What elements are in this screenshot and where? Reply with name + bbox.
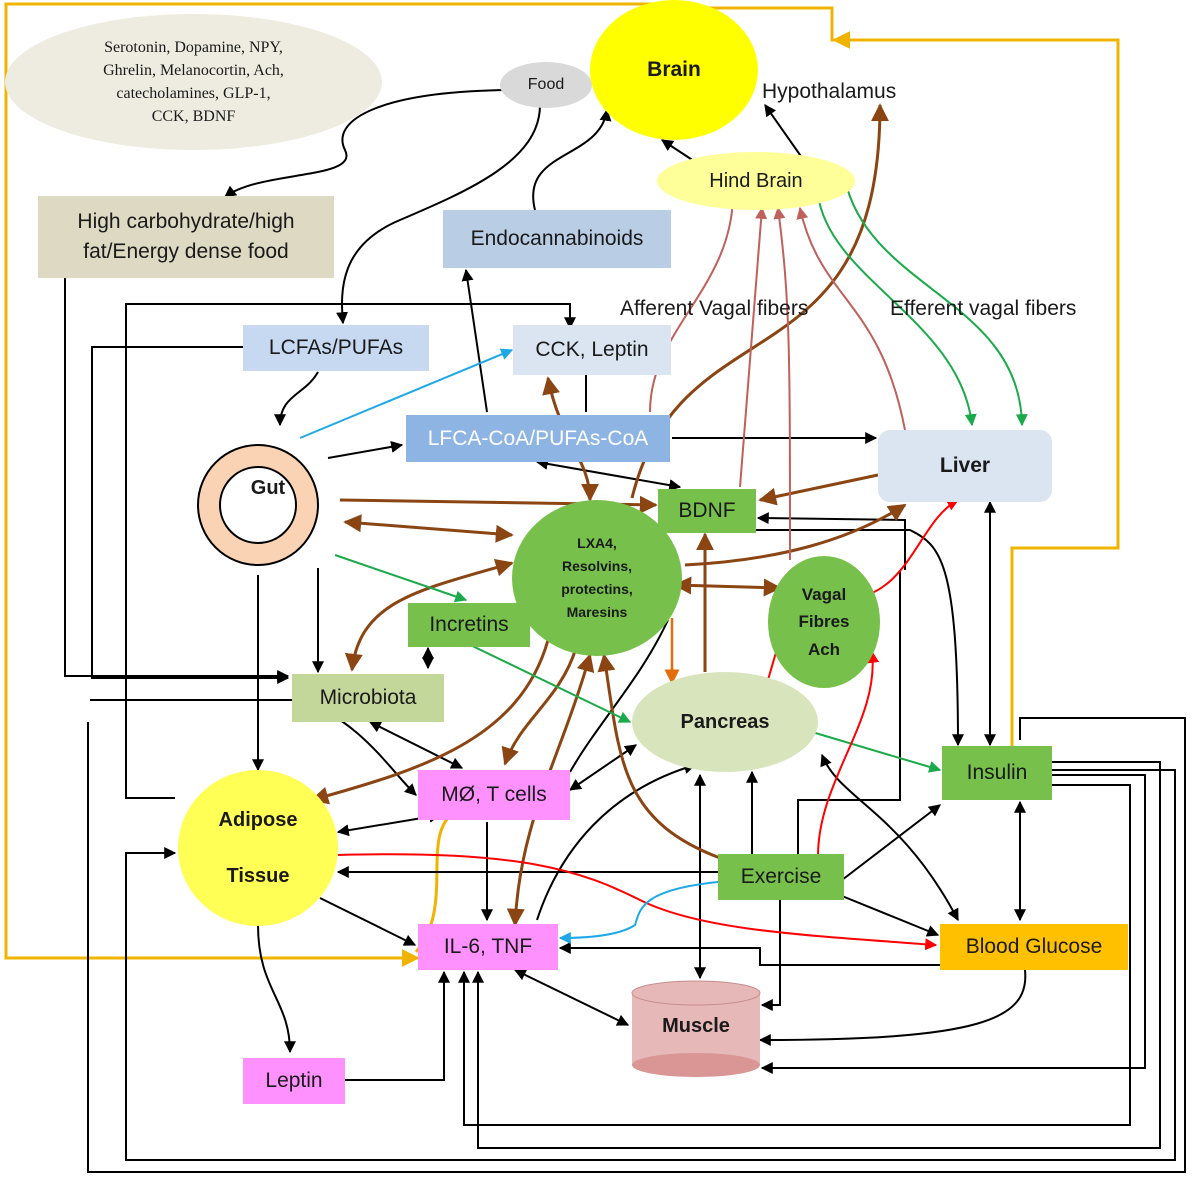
arrow-microbiota-lxa4 [344,558,514,672]
mo-tcells-box: MØ, T cells [418,770,570,820]
arrow-glucose-to-muscle [758,969,1027,1046]
arrow-insulin-loop-adipose [87,717,1186,1173]
arrow-lcfas-to-gut [274,371,319,427]
arrow-adipose-to-il6 [319,897,417,946]
insulin-box: Insulin [942,746,1052,800]
arrow-lfca-to-hindbrain [649,196,739,413]
arrow-glucose-to-il6 [558,942,940,966]
hypothalamus-label: Hypothalamus [762,80,897,103]
lfca-coa-box: LFCA-CoA/PUFAs-CoA [406,415,670,462]
gut-label: Gut [250,476,286,499]
arrow-insulin-loop-adipose-2 [125,769,1176,1161]
arrow-lcfas-to-microbiota [91,346,290,684]
microbiota-box: Microbiota [292,674,444,722]
arrow-food-to-lcfas [336,104,541,325]
arrow-insulin-loop-il6-2 [458,784,1131,1126]
hind-brain-node: Hind Brain [657,152,855,210]
arrow-microbiota-mo [368,721,464,769]
arrow-highfat-to-microbiota [64,278,290,682]
arrow-hindbrain-to-liver-2 [844,179,1028,427]
arrow-liver-to-bdnf [758,473,879,506]
arrow-lxa4-vagal [673,576,782,597]
arrow-il6-muscle [513,969,630,1026]
brain-node: Brain [590,0,758,140]
arrow-exercise-to-lxa4 [597,653,721,860]
high-fat-food-box: High carbohydrate/high fat/Energy dense … [38,196,334,278]
arrow-lxa4-to-liver [684,503,907,567]
arrow-leptin-to-il6 [345,970,450,1081]
arrow-lfca-to-endocann [461,268,488,413]
exercise-box: Exercise [718,854,844,900]
gut-lumen [219,466,297,544]
arrow-bdnf-to-insulin [740,529,964,747]
efferent-vagal-label: Efferent vagal fibers [890,297,1077,320]
leptin-box: Leptin [243,1058,345,1104]
lcfas-pufas-box: LCFAs/PUFAs [243,325,429,371]
lxa4-node: LXA4, Resolvins, protectins, Maresins [512,500,682,656]
arrow-adipose-to-leptin [257,924,296,1054]
endocannabinoids-box: Endocannabinoids [443,210,671,268]
arrow-food-to-highfat [224,89,521,198]
vagal-fibres-node: Vagal Fibres Ach [768,556,880,688]
il6-tnf-box: IL-6, TNF [418,924,558,970]
arrow-gut-to-incretins [334,554,468,603]
arrow-pancreas-to-insulin [811,731,942,773]
food-node: Food [500,62,592,108]
afferent-vagal-label: Afferent Vagal fibers [620,297,809,320]
liver-box: Liver [878,430,1052,502]
arrow-incretins-to-pancreas [459,639,632,723]
arrow-adipose-to-glucose [337,853,938,951]
arrow-gut-to-cck [299,348,514,439]
cck-leptin-box: CCK, Leptin [513,325,671,375]
arrow-exercise-to-il6 [558,881,719,944]
green-connectors [334,179,1028,773]
pancreas-node: Pancreas [632,672,818,772]
arrow-exercise-to-muscle [760,900,781,1011]
arrow-liver-to-hindbrain [796,206,906,431]
arrow-exercise-to-vagal [817,650,880,857]
blood-glucose-box: Blood Glucose [940,924,1128,970]
afferent-connectors [649,196,906,561]
neurotransmitters-ellipse: Serotonin, Dopamine, NPY, Ghrelin, Melan… [5,14,382,150]
muscle-label: Muscle [662,1014,730,1037]
arrow-loop-to-pancreas [797,570,901,862]
bdnf-box: BDNF [658,489,756,533]
arrow-hindbrain-to-hypothalamus [764,104,806,163]
muscle-cylinder [631,980,761,1077]
arrow-bdnf-to-hindbrain [739,206,768,488]
arrow-endocann-to-brain [532,108,612,211]
arrow-insulin-loop-muscle [760,774,1146,1074]
blue-connectors [299,348,719,944]
incretins-box: Incretins [408,603,530,647]
arrow-gut-to-lfca [327,440,404,459]
arrow-insulin-loop-il6-1 [472,761,1161,1149]
arrow-pancreas-glucose [820,753,959,922]
arrow-gut-lxa4 [343,514,514,543]
arrow-vagal-to-hindbrain [773,206,791,561]
arrow-leftloop-to-cck [125,303,576,799]
arrow-hindbrain-to-liver-1 [817,194,977,427]
adipose-tissue-node: Adipose Tissue [178,770,338,926]
